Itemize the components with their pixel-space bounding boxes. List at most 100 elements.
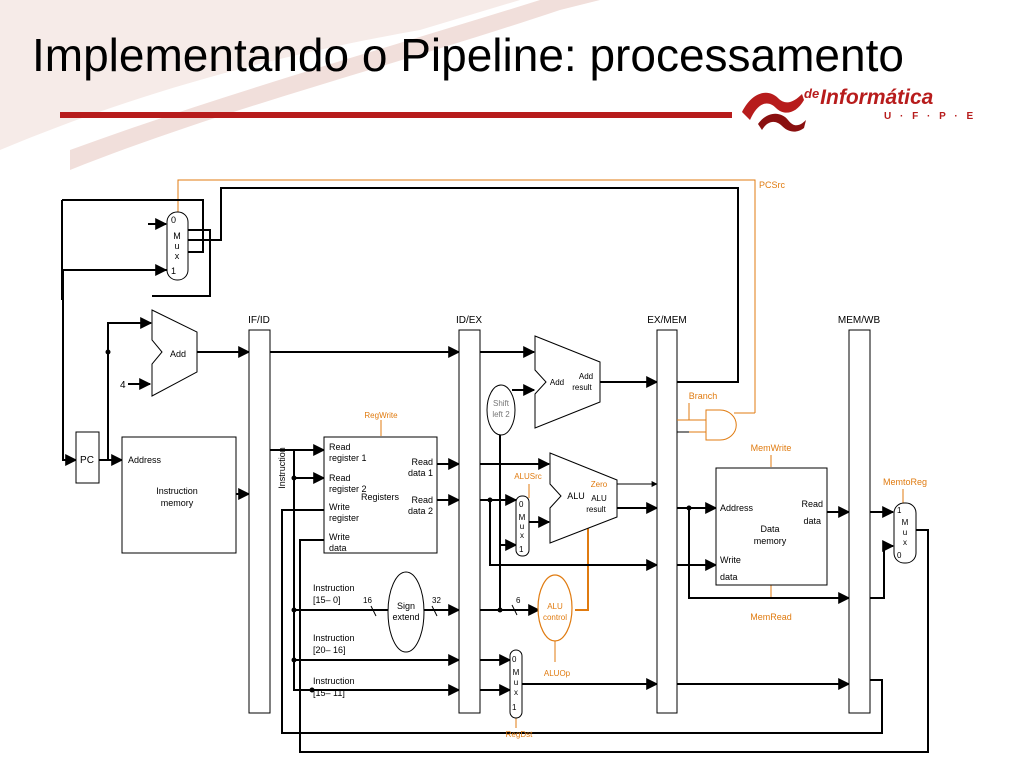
svg-text:Read: Read: [329, 473, 351, 483]
svg-text:Read: Read: [411, 495, 433, 505]
slide-title: Implementando o Pipeline: processamento: [32, 29, 904, 81]
memread-label: MemRead: [750, 612, 792, 622]
svg-text:data: data: [329, 543, 347, 553]
data-wires: [61, 187, 929, 753]
svg-text:Read: Read: [329, 442, 351, 452]
id-ex-label: ID/EX: [456, 315, 482, 326]
regwrite-label: RegWrite: [364, 411, 398, 420]
pipeline-registers: IF/ID ID/EX EX/MEM MEM/WB: [248, 315, 880, 714]
regdst-mux: 0 M u x 1: [509, 649, 523, 719]
if-id-label: IF/ID: [248, 315, 270, 326]
svg-text:Sign: Sign: [397, 601, 415, 611]
memtoreg-label: MemtoReg: [883, 477, 927, 487]
cin-logo: deInformática U · F · P · E: [738, 84, 974, 134]
instr-15-0-label-2: [15– 0]: [313, 595, 341, 605]
svg-text:result: result: [586, 505, 606, 514]
svg-text:32: 32: [432, 596, 441, 605]
cin-logo-text: deInformática: [804, 86, 934, 109]
cin-logo-icon: [742, 92, 806, 132]
svg-text:1: 1: [519, 545, 524, 554]
instruction-bus-label: Instruction: [277, 447, 287, 489]
svg-text:memory: memory: [754, 536, 787, 546]
control-wires: [177, 179, 904, 728]
title-underline: [60, 112, 732, 118]
svg-text:Data: Data: [760, 524, 779, 534]
alu-control-unit: ALU control: [537, 574, 573, 642]
alusrc-mux: 0 M u x 1: [515, 495, 530, 557]
pc-register: PC: [75, 431, 100, 484]
svg-text:Write: Write: [720, 555, 741, 565]
background-swoosh: [0, 0, 600, 170]
constant-four: 4: [120, 380, 126, 391]
svg-text:Instruction: Instruction: [156, 486, 198, 496]
svg-text:1: 1: [512, 703, 517, 712]
svg-text:Address: Address: [128, 455, 162, 465]
svg-text:ALU: ALU: [567, 491, 585, 501]
instruction-memory: Address Instruction memory: [121, 436, 237, 554]
data-memory: Address Read data Data memory Write data: [715, 467, 828, 586]
funct-width-slash: [511, 604, 518, 616]
svg-text:16: 16: [363, 596, 372, 605]
wire-junctions: [105, 349, 692, 693]
instr-15-11-label-1: Instruction: [313, 676, 355, 686]
svg-text:Zero: Zero: [591, 480, 608, 489]
svg-text:ALU: ALU: [591, 494, 607, 503]
svg-text:result: result: [572, 383, 592, 392]
ex-mem-label: EX/MEM: [647, 315, 686, 326]
svg-text:1: 1: [897, 506, 902, 515]
memtoreg-mux: 1 M u x 0: [893, 502, 917, 564]
branch-label: Branch: [689, 391, 718, 401]
svg-text:Read: Read: [411, 457, 433, 467]
instr-20-16-label-1: Instruction: [313, 633, 355, 643]
svg-text:Registers: Registers: [361, 492, 400, 502]
svg-text:Write: Write: [329, 532, 350, 542]
svg-text:data: data: [803, 516, 821, 526]
svg-text:0: 0: [897, 551, 902, 560]
svg-text:x: x: [903, 538, 907, 547]
svg-text:x: x: [520, 531, 524, 540]
regdst-label: RegDst: [506, 730, 533, 739]
register-file: Read register 1 Read register 2 Write re…: [323, 436, 438, 554]
svg-text:Add: Add: [579, 372, 593, 381]
svg-text:1: 1: [171, 266, 176, 276]
pc-source-mux: 0 M u x 1: [166, 211, 189, 281]
svg-text:left 2: left 2: [492, 410, 510, 419]
pcsrc-label: PCSrc: [759, 180, 786, 190]
svg-text:data 2: data 2: [408, 506, 433, 516]
svg-text:0: 0: [512, 655, 517, 664]
svg-text:u: u: [520, 522, 524, 531]
ex-mem-register: [656, 329, 678, 714]
svg-text:x: x: [514, 688, 518, 697]
instr-20-16-label-2: [20– 16]: [313, 645, 346, 655]
svg-text:0: 0: [519, 500, 524, 509]
branch-adder: Add Add result: [534, 335, 601, 429]
svg-text:Address: Address: [720, 503, 754, 513]
svg-text:ALU: ALU: [547, 602, 563, 611]
instr-15-0-label-1: Instruction: [313, 583, 355, 593]
svg-text:PC: PC: [80, 455, 94, 466]
svg-text:0: 0: [171, 215, 176, 225]
funct-width: 6: [516, 596, 521, 605]
cin-logo-subtext: U · F · P · E: [884, 111, 977, 122]
svg-text:memory: memory: [161, 498, 194, 508]
svg-text:u: u: [903, 528, 907, 537]
memwrite-label: MemWrite: [751, 443, 792, 453]
svg-text:M: M: [173, 231, 181, 241]
sign-extend-unit: Sign extend 16 32: [363, 571, 441, 653]
svg-text:register 1: register 1: [329, 453, 367, 463]
svg-text:data: data: [720, 572, 738, 582]
alusrc-label: ALUSrc: [514, 472, 542, 481]
branch-and-gate: [705, 409, 737, 441]
id-ex-register: [458, 329, 481, 714]
svg-text:Read: Read: [801, 499, 823, 509]
aluop-label: ALUOp: [544, 669, 571, 678]
svg-text:register: register: [329, 513, 359, 523]
svg-text:Shift: Shift: [493, 399, 510, 408]
svg-text:Write: Write: [329, 502, 350, 512]
svg-text:Add: Add: [170, 349, 186, 359]
svg-text:M: M: [519, 513, 526, 522]
svg-text:M: M: [513, 668, 520, 677]
svg-text:data 1: data 1: [408, 468, 433, 478]
if-id-register: [248, 329, 271, 714]
